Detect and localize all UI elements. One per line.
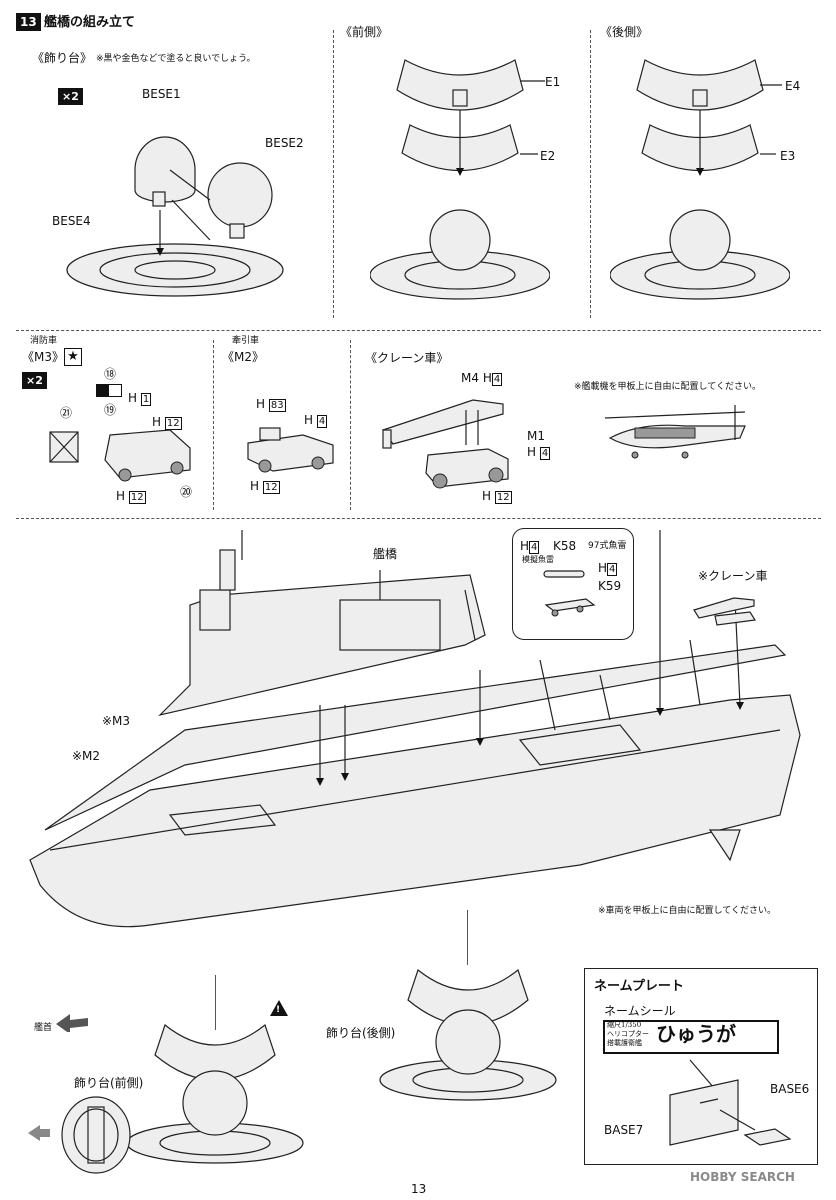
bese1-label: BESE1: [142, 87, 181, 101]
part-21: ㉑: [60, 406, 73, 420]
stand-note: ※黒や金色などで塗ると良いでしょう。: [96, 54, 256, 64]
nameplate-box: [584, 968, 818, 1165]
warning-mark: !: [276, 1005, 281, 1015]
tow-truck-title: 《M2》: [222, 350, 264, 364]
torpedo-callout: [512, 528, 634, 640]
e3-label: E3: [780, 149, 796, 163]
vehicle-note: ※車両を甲板上に自由に配置してください。: [598, 906, 777, 916]
step-title: 艦橋の組み立て: [44, 15, 136, 30]
fire-h12b: H 12: [116, 489, 146, 504]
front-stand-bottom-label: 飾り台(前側): [74, 1076, 144, 1090]
rear-stand-bottom-label: 飾り台(後側): [326, 1026, 396, 1040]
stand-top-view-illustration: [28, 1096, 131, 1174]
crane-car-small-illustration: [693, 597, 757, 626]
stand-arrow-right: [467, 910, 468, 965]
rear-stand-title: 《後側》: [600, 25, 649, 39]
watermark: HOBBY SEARCH: [690, 1170, 795, 1184]
seal-name: ひゅうが: [656, 1022, 736, 1046]
tow-h83: H 83: [256, 397, 286, 412]
torpedo-k58: K58: [553, 539, 577, 553]
part-20: ⑳: [180, 485, 193, 499]
tow-truck-illustration: [247, 427, 334, 473]
crane-title: 《クレーン車》: [365, 351, 449, 365]
crane-car-label: ※クレーン車: [698, 569, 768, 583]
ship-illustration: [29, 530, 801, 928]
tow-h4: H 4: [304, 413, 328, 428]
nameplate-seal-label: ネームシール: [604, 1004, 676, 1018]
torpedo-sub: 模擬魚雷: [522, 555, 554, 564]
base6-label: BASE6: [770, 1082, 810, 1096]
stand-title: 《飾り台》: [32, 51, 93, 65]
divider-v1: [333, 30, 334, 318]
nameplate-illustration: [669, 1059, 792, 1146]
stand-assembly-illustration: [66, 136, 284, 297]
torpedo-k59: K59: [598, 579, 622, 593]
bese2-label: BESE2: [265, 136, 304, 150]
torpedo-illustration: [543, 570, 596, 617]
fire-truck-title: 《M3》: [22, 350, 64, 364]
fire-truck-qty-badge: ×2: [22, 372, 47, 389]
front-stand-illustration: [370, 59, 550, 300]
bow-arrow-icon: [56, 1014, 88, 1032]
page-number: 13: [411, 1182, 427, 1196]
helicopter-illustration: [604, 405, 746, 459]
torpedo-label: 97式魚雷: [588, 541, 627, 551]
fire-h12a: H 12: [152, 415, 182, 430]
crane-h4b: H 4: [527, 445, 551, 460]
m2-label: ※M2: [72, 749, 101, 763]
seal-left-1: 縮尺1/350: [607, 1021, 642, 1029]
step-badge: 13: [16, 13, 41, 31]
crane-m1: M1: [527, 429, 545, 443]
heli-note: ※艦載機を甲板上に自由に配置してください。: [574, 382, 762, 392]
divider-v2: [590, 30, 591, 318]
rear-stand-illustration: [610, 59, 790, 300]
star-icon: ★: [64, 348, 82, 366]
tow-truck-category: 牽引車: [232, 336, 260, 346]
stand-arrow-left: [215, 975, 216, 1030]
front-stand-bottom-illustration: [126, 1023, 304, 1164]
seal-left-2: ヘリコプター: [607, 1030, 649, 1038]
e4-label: E4: [785, 79, 801, 93]
warning-icon: [270, 1000, 288, 1016]
crane-h12: H 12: [482, 489, 512, 504]
part-19: ⑲: [104, 403, 117, 417]
rear-stand-bottom-illustration: [379, 968, 557, 1101]
fire-truck-category: 消防車: [30, 336, 58, 346]
fire-h1: H 1: [128, 391, 152, 406]
color-chip-icon: [96, 384, 122, 397]
tow-h12: H 12: [250, 479, 280, 494]
divider-v3: [213, 340, 214, 510]
divider-h1: [16, 330, 821, 331]
divider-h2: [16, 518, 821, 519]
fire-truck-illustration: [49, 429, 191, 482]
m3-label: ※M3: [102, 714, 131, 728]
e1-label: E1: [545, 75, 561, 89]
crane-truck-illustration: [382, 399, 509, 489]
part-18: ⑱: [104, 367, 117, 381]
nameplate-title: ネームプレート: [594, 979, 684, 994]
bridge-label: 艦橋: [373, 547, 398, 561]
base7-label: BASE7: [604, 1123, 644, 1137]
bese4-label: BESE4: [52, 214, 91, 228]
front-stand-title: 《前側》: [340, 25, 389, 39]
seal-left-3: 搭載護衛艦: [607, 1039, 642, 1047]
divider-v4: [350, 340, 351, 510]
name-seal: [603, 1020, 779, 1054]
e2-label: E2: [540, 149, 556, 163]
stand-qty-badge: ×2: [58, 88, 83, 105]
bow-label: 艦首: [34, 1023, 53, 1033]
